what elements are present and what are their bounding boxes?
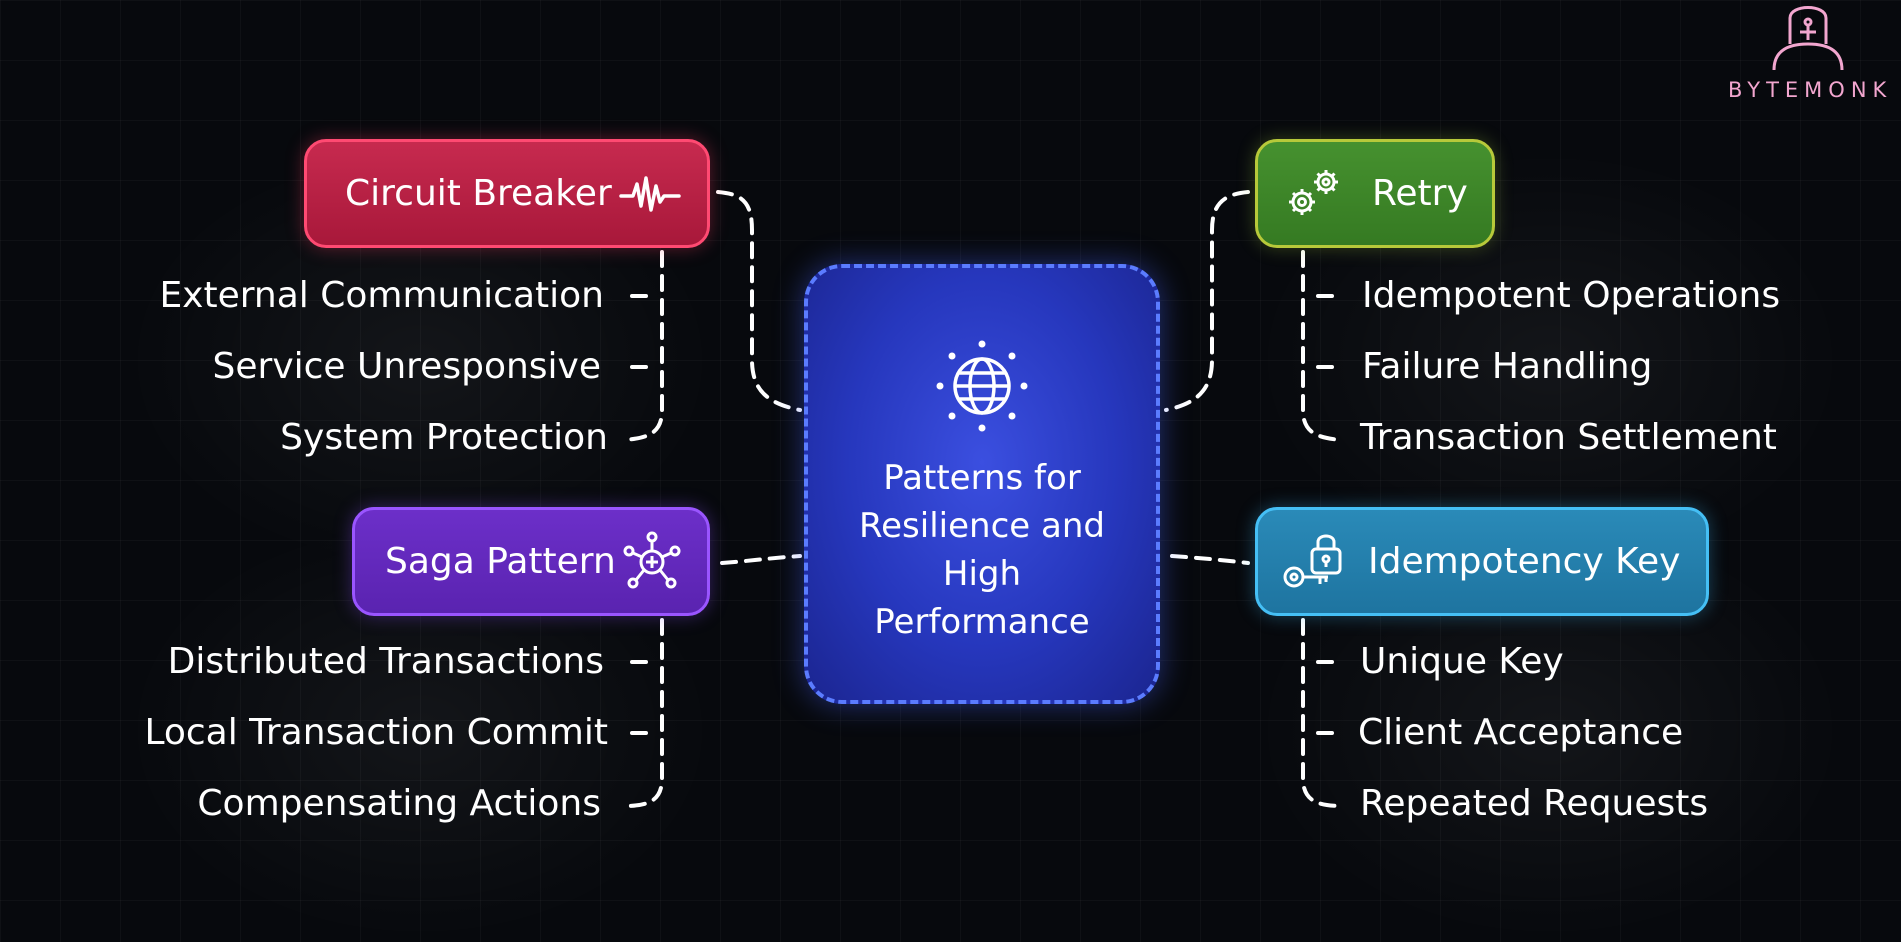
central-topic-node: Patterns for Resilience and High Perform… (804, 264, 1160, 704)
circuit-item-3: System Protection (280, 417, 608, 458)
connector-saga-to-center (720, 554, 802, 565)
network-hub-icon (621, 531, 683, 593)
retry-item-1: Idempotent Operations (1362, 275, 1781, 316)
circuit-item-1: External Communication (159, 275, 604, 316)
retry-item-3: Transaction Settlement (1360, 417, 1777, 458)
connector-retry-branches (1301, 250, 1344, 442)
central-topic-title: Patterns for Resilience and High Perform… (859, 458, 1105, 642)
idem-item-2: Client Acceptance (1358, 712, 1684, 753)
circuit-breaker-node: Circuit Breaker (304, 139, 710, 248)
lock-key-icon (1280, 531, 1346, 593)
saga-pattern-label: Saga Pattern (385, 541, 616, 582)
saga-item-3: Compensating Actions (197, 783, 601, 824)
saga-item-1: Distributed Transactions (167, 641, 604, 682)
brand-name: BYTEMONK (1728, 78, 1893, 102)
retry-item-2: Failure Handling (1362, 346, 1653, 387)
connector-idem-branches (1301, 618, 1344, 808)
connector-circuit-branches (622, 250, 664, 442)
idempotency-key-node: Idempotency Key (1255, 507, 1709, 616)
idem-item-1: Unique Key (1360, 641, 1564, 682)
retry-node: Retry (1255, 139, 1495, 248)
gears-icon (1282, 164, 1346, 224)
idempotency-key-label: Idempotency Key (1368, 541, 1681, 582)
retry-label: Retry (1372, 173, 1468, 214)
connector-retry-to-center (1164, 190, 1250, 412)
connector-circuit-to-center (716, 190, 802, 412)
connector-idem-to-center (1170, 554, 1250, 565)
saga-pattern-node: Saga Pattern (352, 507, 710, 616)
pulse-icon (619, 174, 681, 214)
circuit-item-2: Service Unresponsive (212, 346, 601, 387)
globe-icon (932, 336, 1032, 440)
monk-avatar-icon (1772, 6, 1844, 71)
circuit-breaker-label: Circuit Breaker (345, 173, 612, 214)
saga-item-2: Local Transaction Commit (144, 712, 608, 753)
idem-item-3: Repeated Requests (1360, 783, 1709, 824)
connector-saga-branches (622, 618, 664, 808)
